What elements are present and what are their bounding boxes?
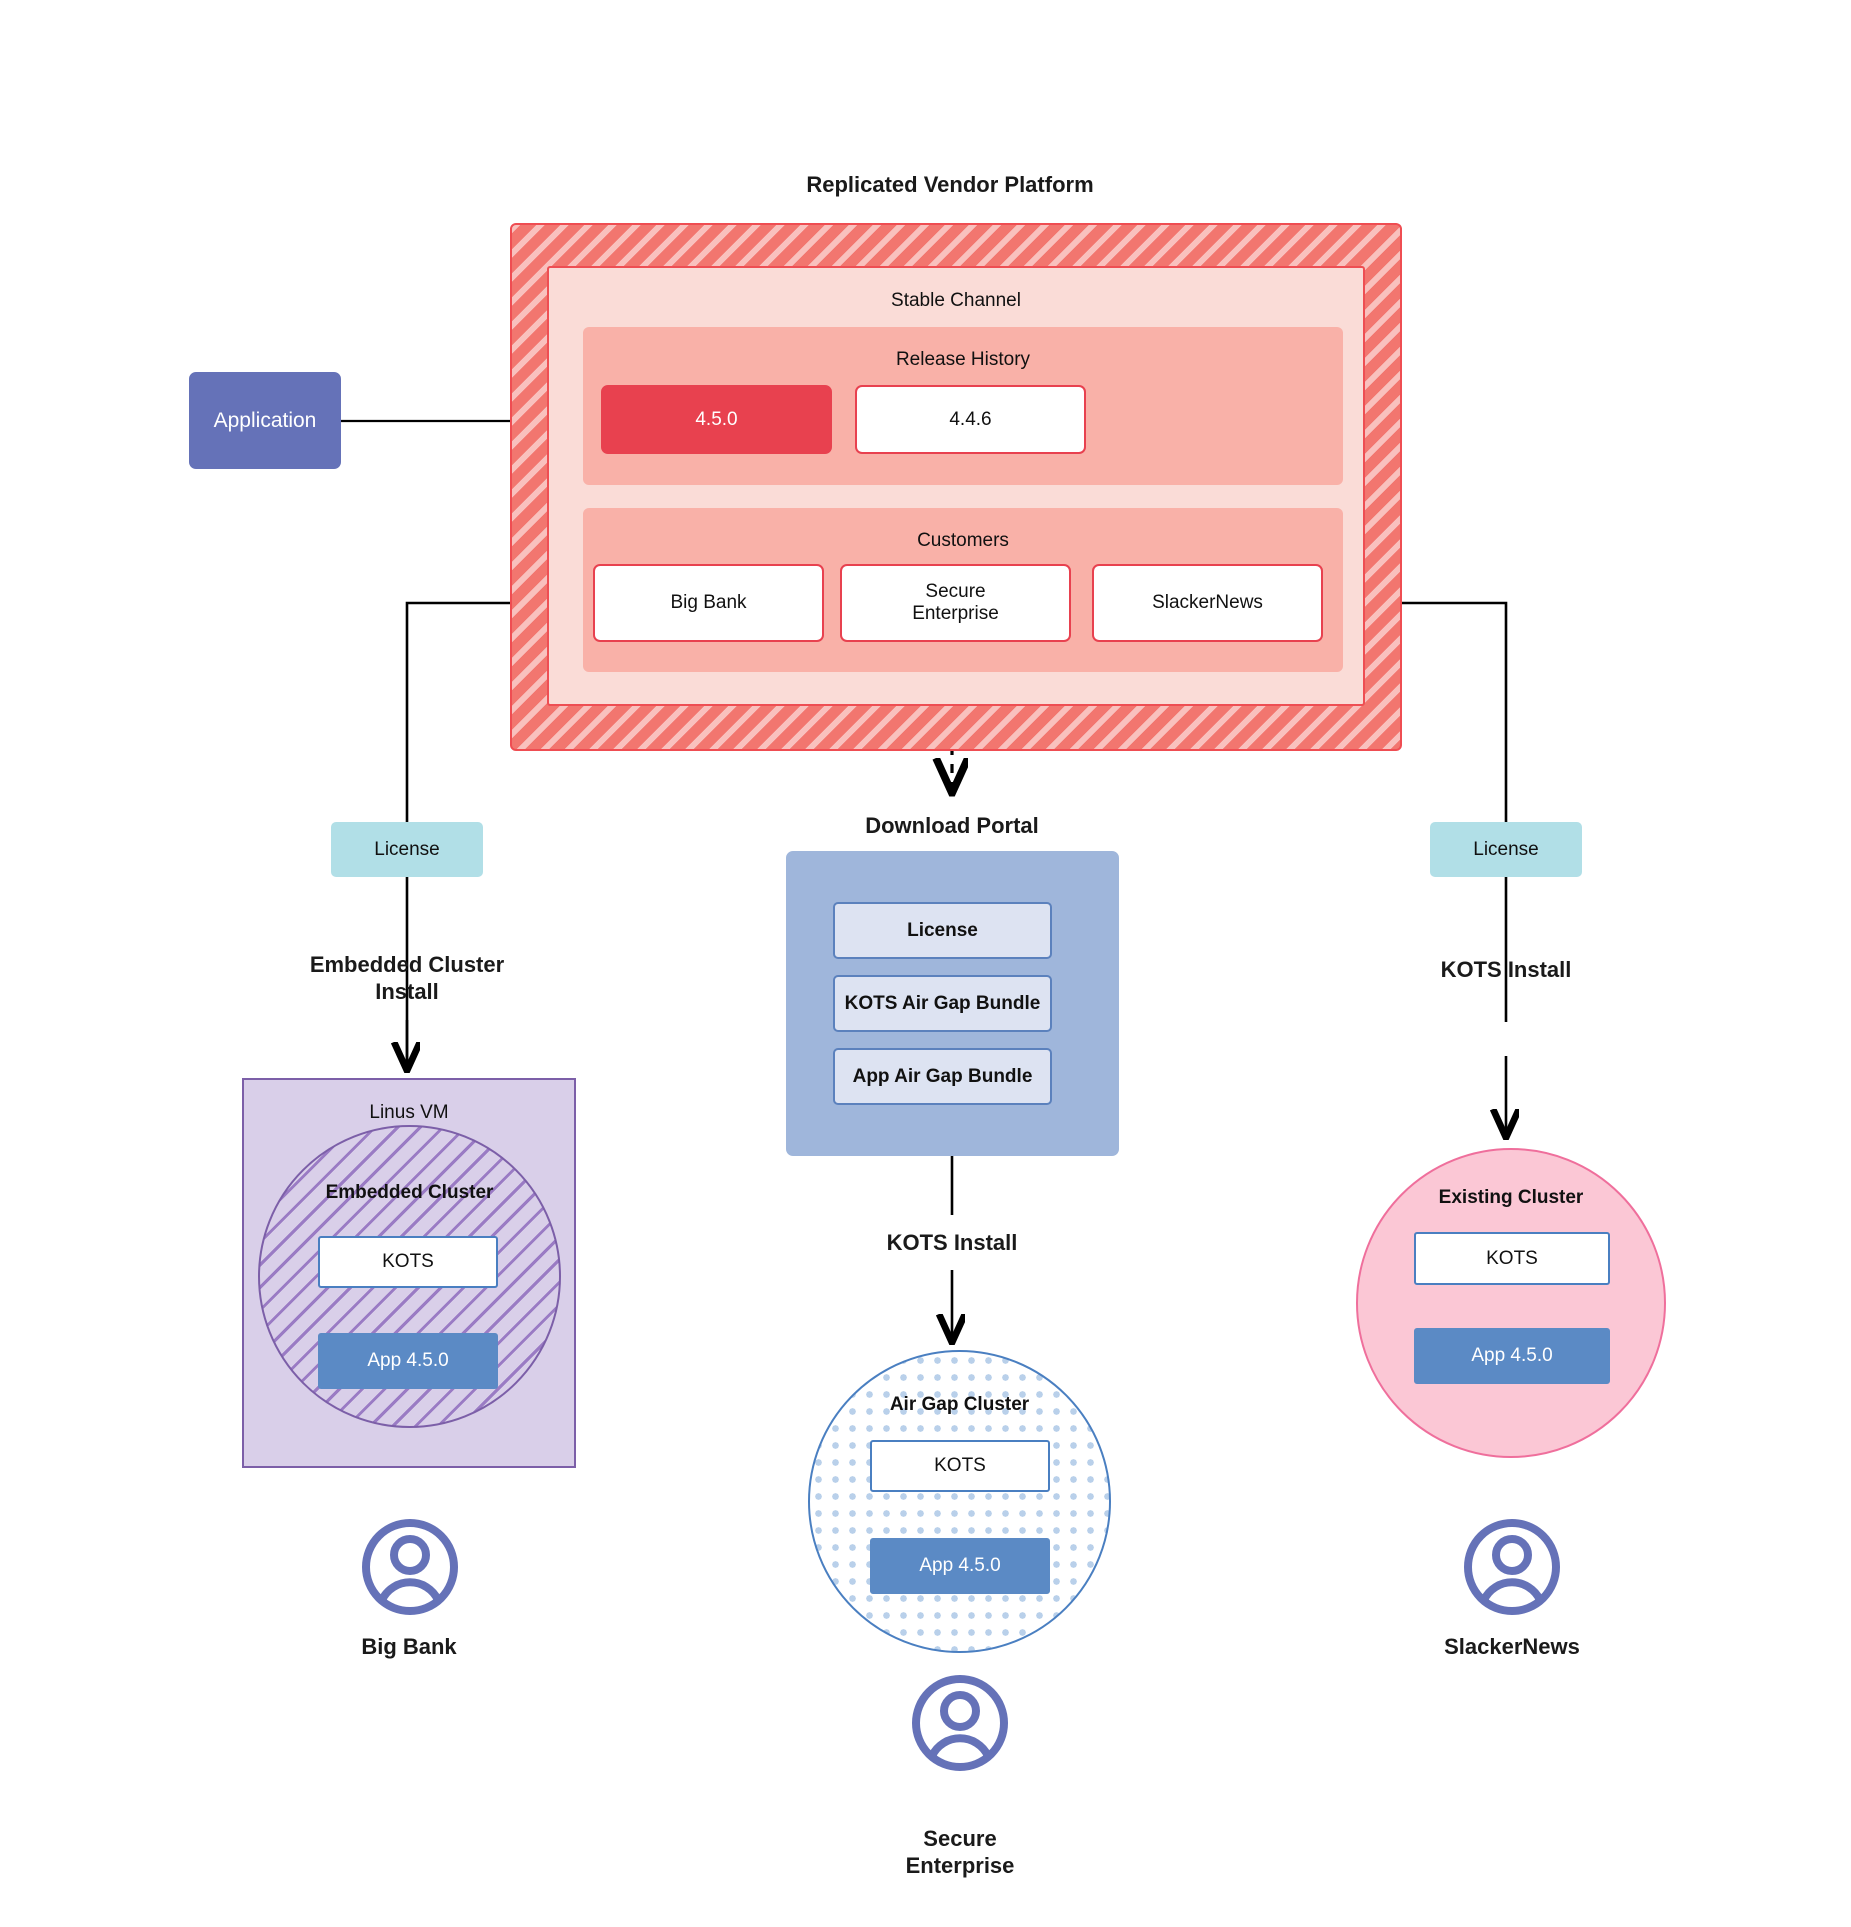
customer-label-big-bank: Big Bank [361, 1634, 457, 1660]
customer-box-slackernews[interactable]: SlackerNews [1092, 564, 1323, 642]
kots-box-left[interactable]: KOTS [318, 1236, 498, 1288]
download-portal-title: Download Portal [865, 813, 1039, 839]
portal-item-kots-air-gap-bundle[interactable]: KOTS Air Gap Bundle [833, 975, 1052, 1032]
air-gap-cluster-circle [808, 1350, 1111, 1653]
user-avatar-icon-right [1462, 1517, 1562, 1617]
customer-name-line2: Enterprise [912, 603, 999, 624]
air-gap-cluster-label: Air Gap Cluster [889, 1394, 1030, 1415]
existing-cluster-label: Existing Cluster [1438, 1187, 1584, 1208]
customer-label-slackernews: SlackerNews [1444, 1634, 1580, 1660]
stable-channel-label: Stable Channel [891, 290, 1021, 311]
customer-box-big-bank[interactable]: Big Bank [593, 564, 824, 642]
customer-label-line1: Secure [923, 1825, 997, 1851]
portal-item-app-air-gap-bundle[interactable]: App Air Gap Bundle [833, 1048, 1052, 1105]
user-avatar-icon-center [910, 1673, 1010, 1773]
embedded-cluster-install-label: Embedded Cluster Install [227, 947, 587, 1009]
customers-label: Customers [917, 530, 1009, 551]
embedded-cluster-install-line2: Install [375, 979, 439, 1004]
platform-title: Replicated Vendor Platform [806, 172, 1094, 198]
app-version-box-center[interactable]: App 4.5.0 [870, 1538, 1050, 1594]
user-avatar-icon-left [360, 1517, 460, 1617]
customer-box-secure-enterprise[interactable]: Secure Enterprise [840, 564, 1071, 642]
release-item-4-5-0[interactable]: 4.5.0 [601, 385, 832, 454]
license-node-right[interactable]: License [1430, 822, 1582, 877]
kots-install-label-center: KOTS Install [886, 1230, 1018, 1256]
license-node-left[interactable]: License [331, 822, 483, 877]
release-history-label: Release History [895, 349, 1031, 370]
app-version-box-right[interactable]: App 4.5.0 [1414, 1328, 1610, 1384]
customer-name-line1: Secure [925, 581, 986, 602]
linus-vm-label: Linus VM [369, 1102, 449, 1123]
application-node[interactable]: Application [189, 372, 341, 469]
kots-box-center[interactable]: KOTS [870, 1440, 1050, 1492]
customer-label-line2: Enterprise [905, 1853, 1015, 1878]
embedded-cluster-install-line1: Embedded Cluster [309, 951, 505, 977]
app-version-box-left[interactable]: App 4.5.0 [318, 1333, 498, 1389]
kots-box-right[interactable]: KOTS [1414, 1232, 1610, 1285]
existing-cluster-circle [1356, 1148, 1666, 1458]
customer-label-secure-enterprise: Secure Enterprise [790, 1818, 1130, 1886]
kots-install-label-right: KOTS Install [1440, 957, 1572, 983]
portal-item-license[interactable]: License [833, 902, 1052, 959]
embedded-cluster-label: Embedded Cluster [325, 1182, 494, 1203]
release-item-4-4-6[interactable]: 4.4.6 [855, 385, 1086, 454]
